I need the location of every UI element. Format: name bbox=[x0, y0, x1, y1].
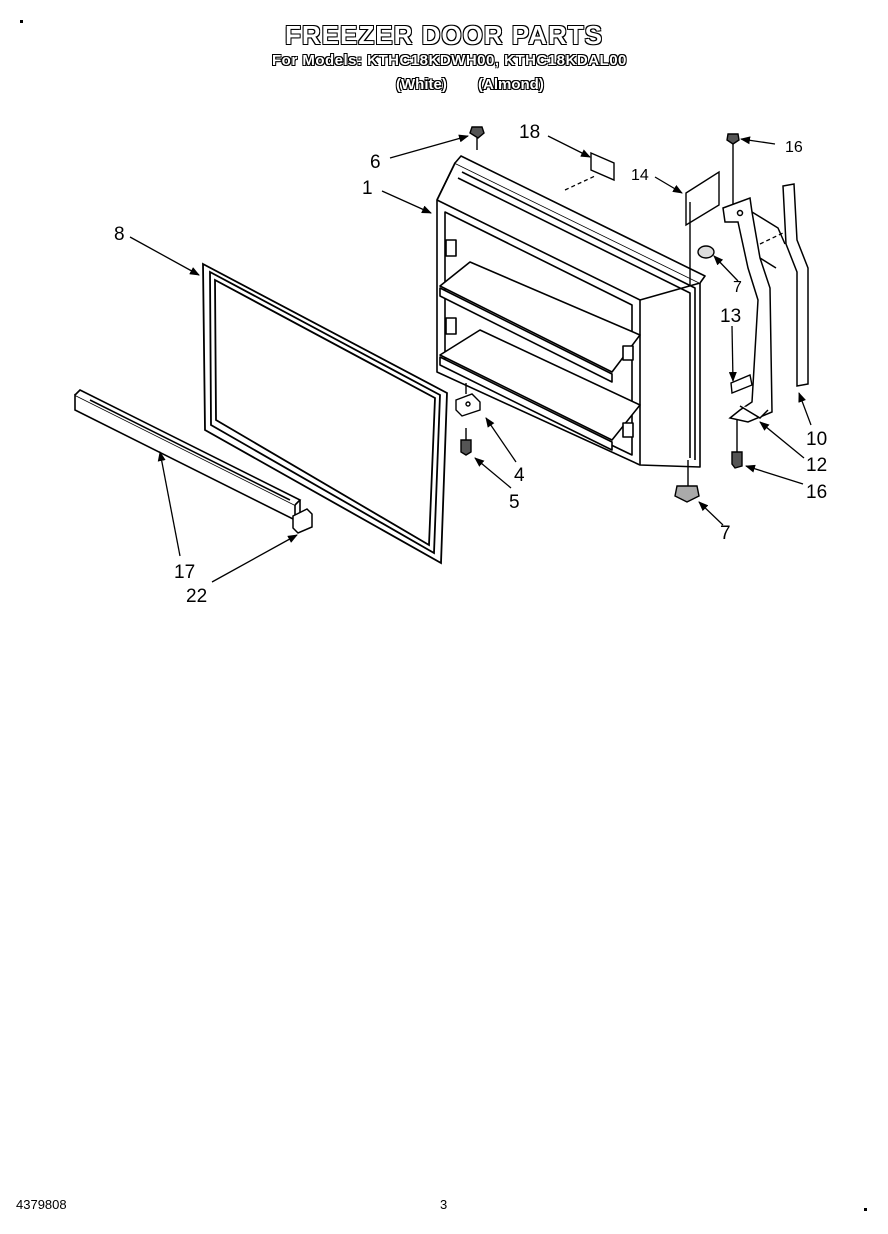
variant-almond: (Almond) bbox=[478, 76, 544, 93]
callout-leaders bbox=[129, 134, 812, 583]
part-number: 4379808 bbox=[16, 1197, 67, 1212]
callout-8: 8 bbox=[114, 224, 125, 245]
handle-trim-part bbox=[74, 389, 302, 522]
variant-white: (White) bbox=[396, 76, 447, 93]
bottom-hinge-plate-part bbox=[455, 383, 481, 417]
end-cap-part bbox=[292, 508, 313, 534]
callout-5: 5 bbox=[509, 492, 520, 513]
screw-part bbox=[460, 428, 472, 456]
callout-13: 13 bbox=[720, 306, 741, 327]
corner-mark bbox=[864, 1208, 867, 1211]
callout-14: 14 bbox=[631, 167, 649, 184]
screw-part bbox=[731, 420, 743, 469]
callout-17: 17 bbox=[174, 562, 195, 583]
screw-part bbox=[726, 133, 740, 206]
hinge-cup-part bbox=[674, 460, 700, 503]
callout-18: 18 bbox=[519, 122, 540, 143]
callout-4: 4 bbox=[514, 465, 525, 486]
callout-7-top: 7 bbox=[733, 279, 742, 296]
door-gasket-part bbox=[202, 262, 448, 565]
models-line: For Models: KTHC18KDWH00, KTHC18KDAL00 bbox=[272, 52, 627, 69]
hinge-cap-part bbox=[697, 245, 715, 259]
callout-16-bottom: 16 bbox=[806, 482, 827, 503]
callout-1: 1 bbox=[362, 178, 373, 199]
callout-16-top: 16 bbox=[785, 139, 803, 156]
callout-12: 12 bbox=[806, 455, 827, 476]
label-part bbox=[590, 151, 615, 182]
page-number: 3 bbox=[440, 1197, 448, 1212]
callout-7-bottom: 7 bbox=[720, 523, 731, 544]
callout-6: 6 bbox=[370, 152, 381, 173]
shim-part bbox=[685, 170, 720, 286]
hinge-part bbox=[722, 196, 786, 423]
callout-22: 22 bbox=[186, 586, 207, 607]
page-title: FREEZER DOOR PARTS bbox=[285, 20, 603, 50]
seal-strip-part bbox=[782, 183, 809, 387]
door-liner-part bbox=[436, 155, 706, 468]
callout-10: 10 bbox=[806, 429, 827, 450]
corner-mark bbox=[20, 20, 23, 23]
screw-part bbox=[469, 126, 485, 150]
spacer-part bbox=[730, 374, 753, 394]
